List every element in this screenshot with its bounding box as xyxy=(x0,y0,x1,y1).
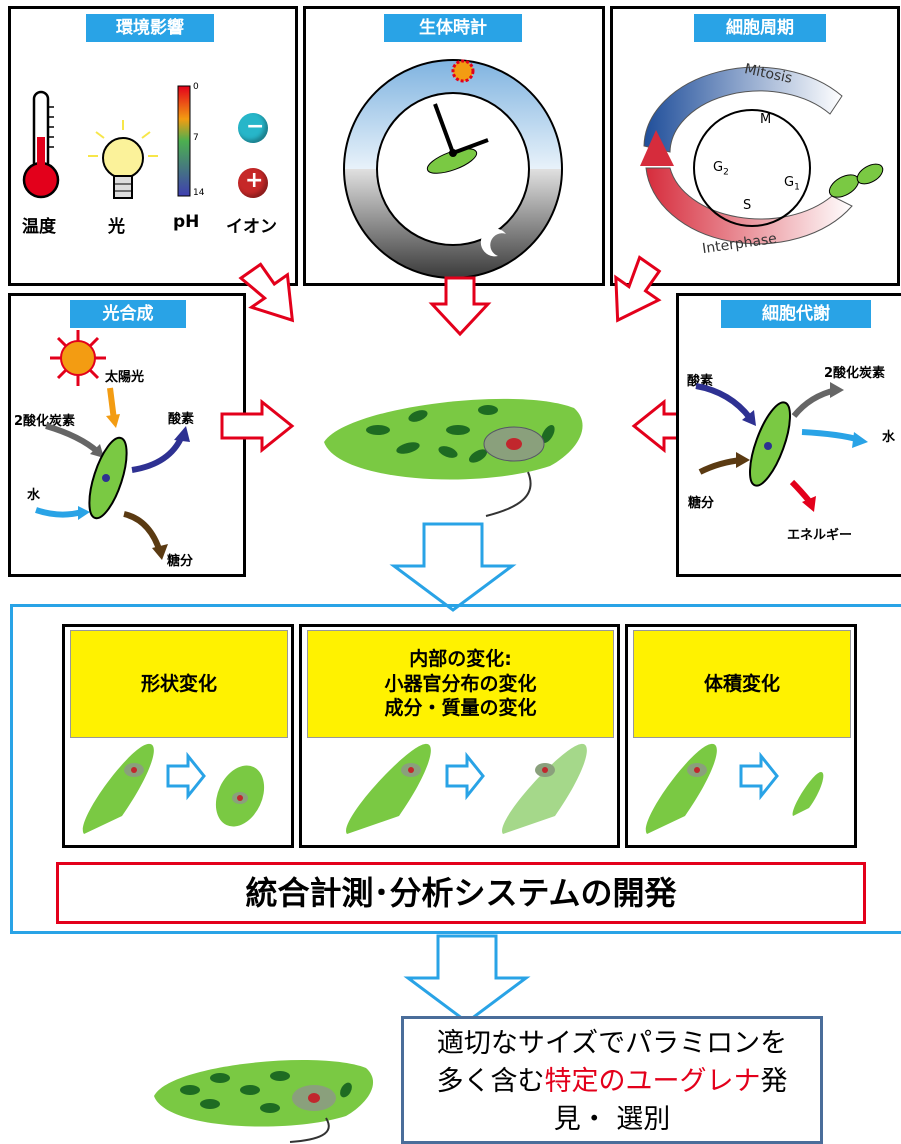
arrow-clock-to-center xyxy=(428,276,492,337)
phase-s-label: S xyxy=(743,198,752,213)
energy-label: エネルギー xyxy=(787,528,853,543)
oxygen-label: 酸素 xyxy=(168,412,195,427)
phase-g2-label: G2 xyxy=(713,160,729,178)
analysis-frame xyxy=(10,604,901,934)
cell-cycle-diagram xyxy=(640,66,884,245)
metabolism-diagram xyxy=(695,382,868,512)
water-label: 水 xyxy=(27,488,41,503)
phase-m-label: M xyxy=(760,112,772,127)
plus-sign: + xyxy=(245,168,264,193)
photosynthesis-panel xyxy=(8,293,246,577)
plus-ion-icon xyxy=(238,168,268,198)
shape-change-diagram xyxy=(82,743,265,834)
result-line-1: 適切なサイズでパラミロンを xyxy=(436,1028,788,1059)
arrow-photo-to-center xyxy=(220,398,295,454)
metab-co2-label: 2酸化炭素 xyxy=(824,366,886,381)
result-box: 適切なサイズでパラミロンを 多く含む特定のユーグレナ発 見・ 選別 xyxy=(401,1016,823,1144)
arrow-env-to-center xyxy=(238,262,295,323)
phase-g1-label: G1 xyxy=(784,175,800,193)
environment-title: 環境影響 xyxy=(86,14,214,42)
metab-sugar-label: 糖分 xyxy=(688,496,715,511)
metabolism-title: 細胞代謝 xyxy=(721,300,871,328)
photosynthesis-diagram xyxy=(35,387,190,560)
minus-sign: − xyxy=(246,114,265,139)
euglena-result-icon xyxy=(154,1060,374,1143)
volume-change-diagram xyxy=(645,743,824,834)
result-line-2: 多く含む特定のユーグレナ発 xyxy=(436,1066,788,1097)
lightbulb-icon xyxy=(88,120,158,199)
arrow-cycle-to-center xyxy=(614,255,662,323)
sun-icon xyxy=(50,330,106,386)
metab-oxygen-label: 酸素 xyxy=(687,374,714,389)
euglena-center-icon xyxy=(324,398,583,517)
arrow-down-to-analysis xyxy=(389,522,517,612)
environment-panel xyxy=(8,6,298,286)
arrow-down-to-result xyxy=(403,934,531,1024)
clock-title: 生体時計 xyxy=(384,14,522,42)
ph-tick-7: 7 xyxy=(193,133,199,143)
thermometer-icon xyxy=(22,90,60,199)
sugar-label: 糖分 xyxy=(167,554,194,569)
internal-change-diagram xyxy=(346,743,587,834)
ph-tick-14: 14 xyxy=(193,188,205,198)
volume-change-label: 体積変化 xyxy=(633,630,851,738)
shape-change-label: 形状変化 xyxy=(70,630,288,738)
ph-tick-0: 0 xyxy=(193,82,199,92)
system-development-title: 統合計測･分析システムの開発 xyxy=(56,862,866,924)
minus-ion-icon xyxy=(238,113,268,143)
temperature-label: 温度 xyxy=(22,217,56,237)
ph-label: pH xyxy=(173,212,200,232)
ph-scale-icon xyxy=(177,85,191,197)
photosynthesis-title: 光合成 xyxy=(70,300,186,328)
result-line-3: 見・ 選別 xyxy=(553,1104,671,1135)
cell-metabolism-panel xyxy=(676,293,901,577)
metab-water-label: 水 xyxy=(882,430,896,445)
cell-cycle-title: 細胞周期 xyxy=(694,14,826,42)
internal-change-label: 内部の変化: 小器官分布の変化 成分・質量の変化 xyxy=(307,630,614,738)
light-label: 光 xyxy=(108,217,125,237)
ion-label: イオン xyxy=(226,217,277,237)
sunlight-label: 太陽光 xyxy=(105,370,145,385)
co2-label: 2酸化炭素 xyxy=(14,414,76,429)
day-night-clock-icon xyxy=(343,59,563,279)
